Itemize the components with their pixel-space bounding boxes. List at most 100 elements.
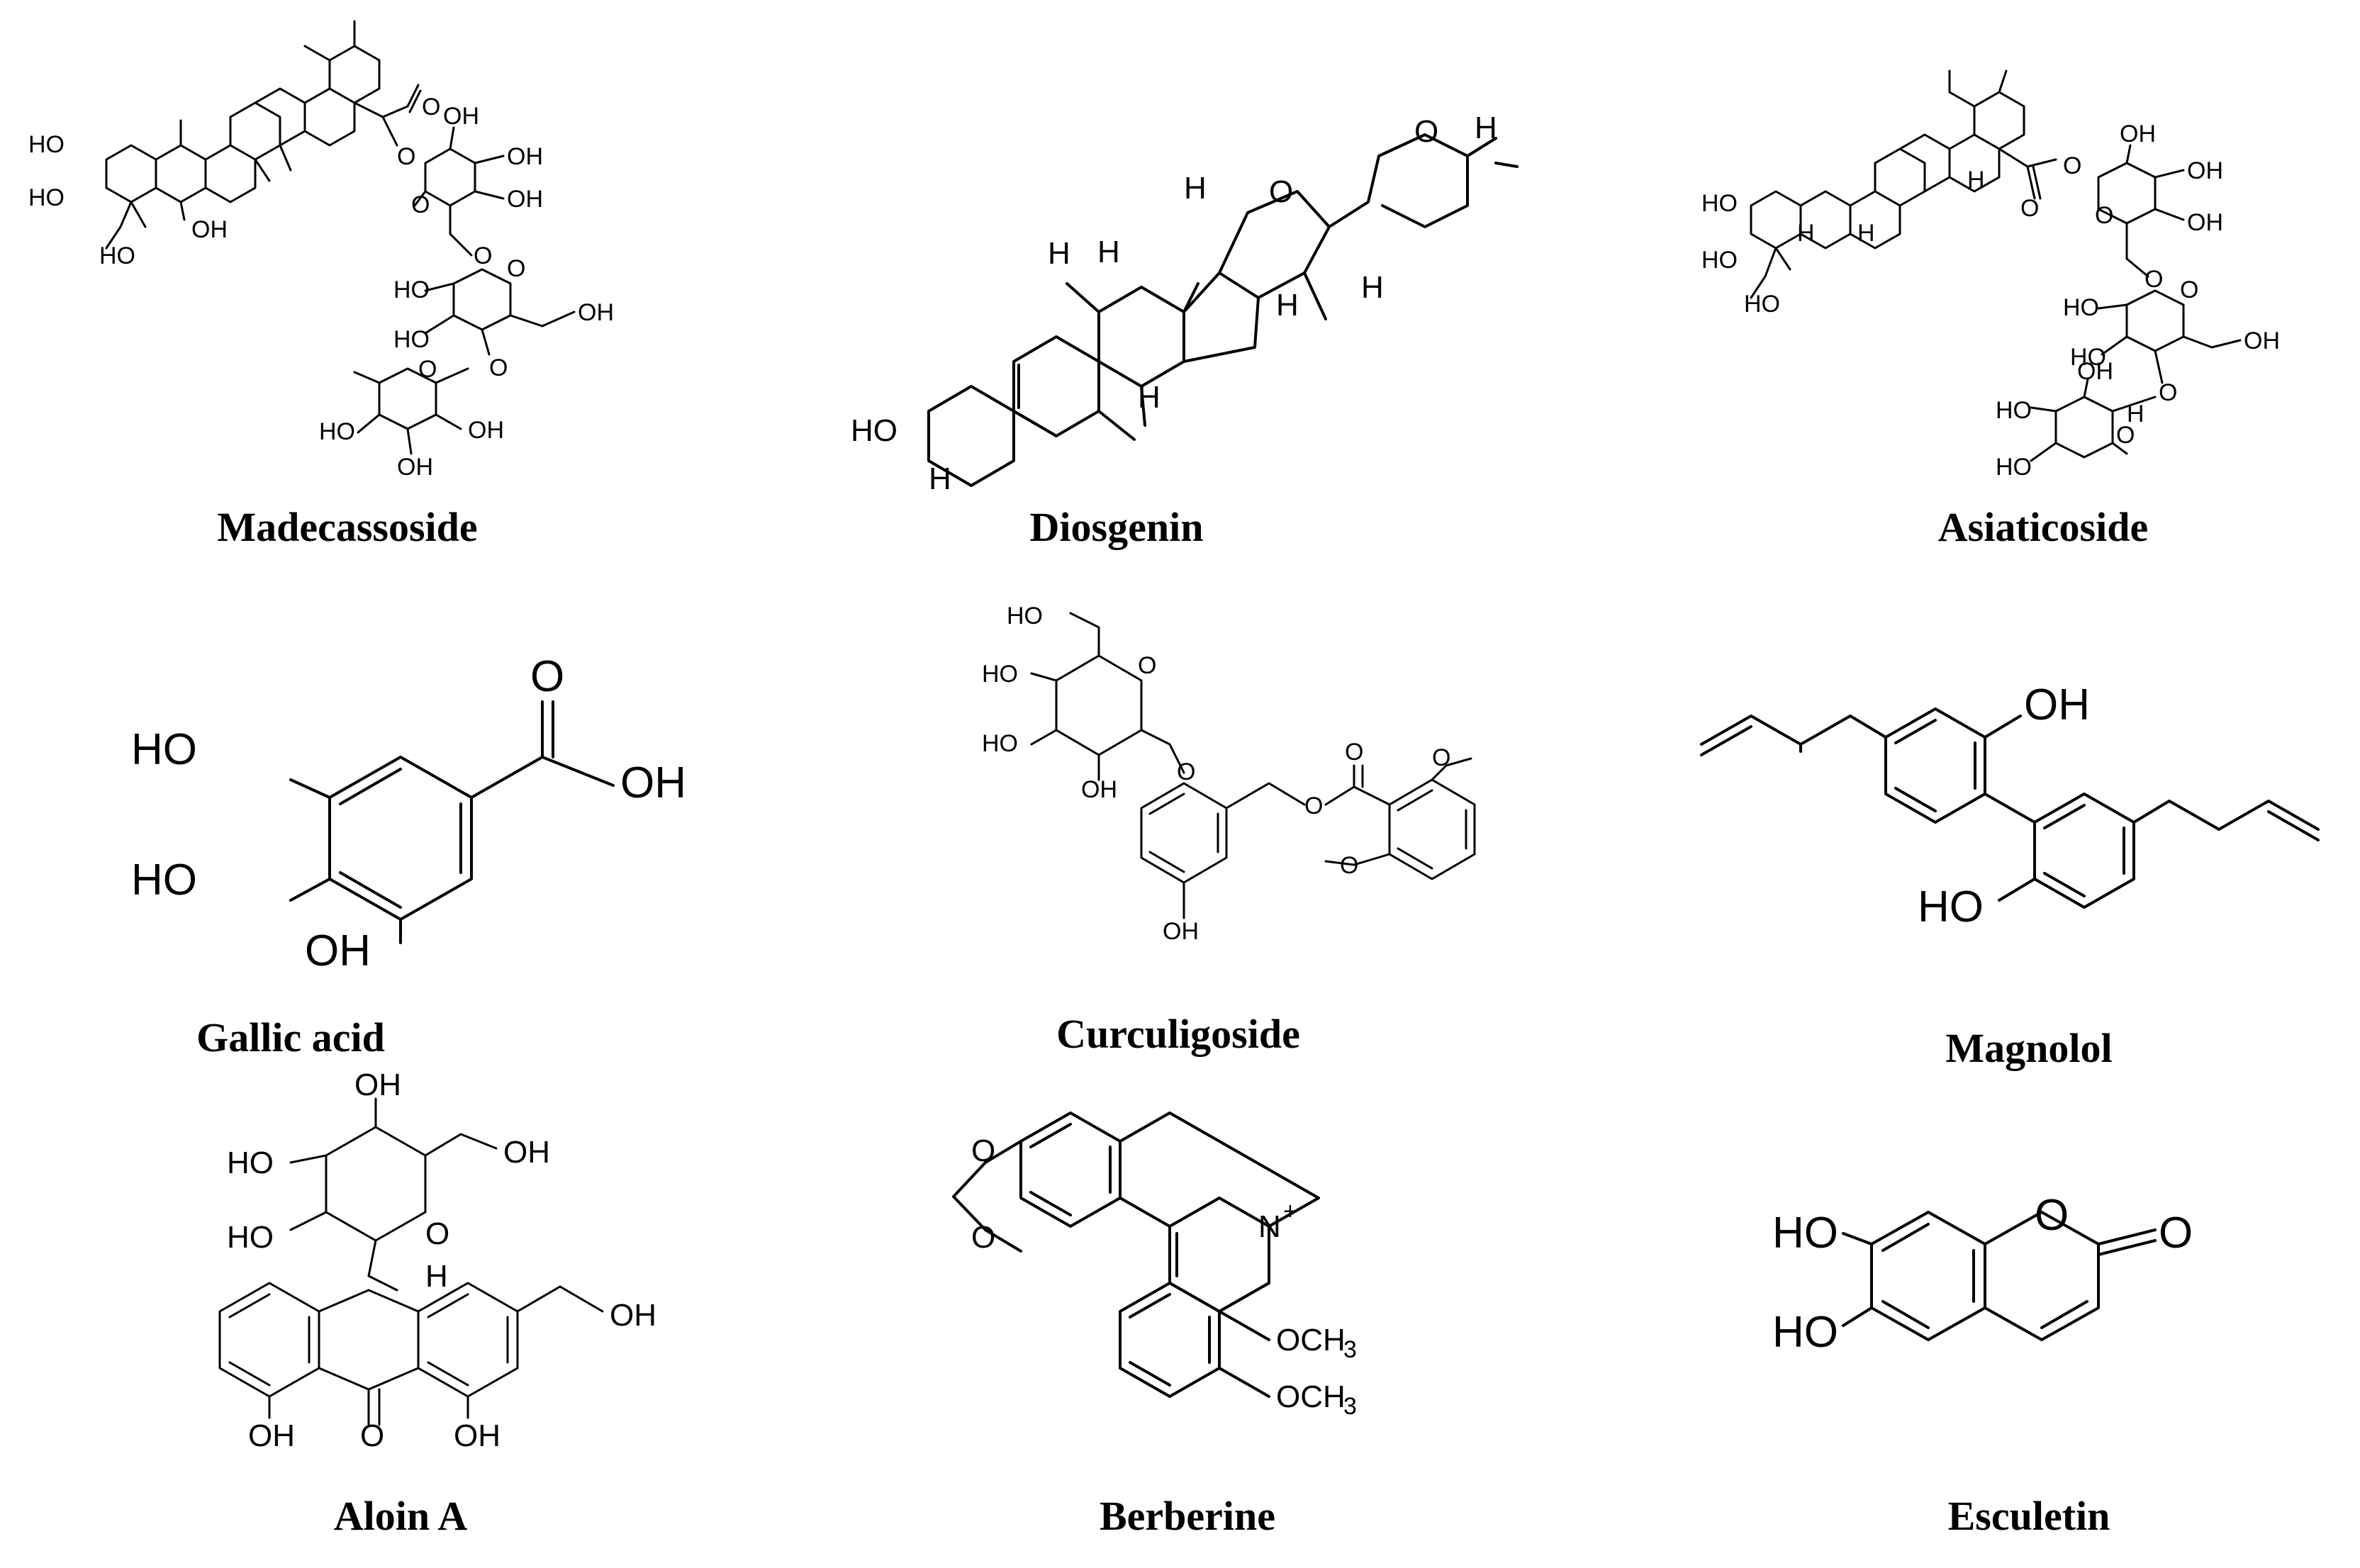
svg-text:OCH: OCH (1276, 1323, 1346, 1357)
svg-text:O: O (1414, 114, 1438, 149)
esculetin-label: Esculetin (1947, 1493, 2110, 1539)
svg-text:H: H (1184, 171, 1207, 206)
svg-text:H: H (1048, 236, 1070, 271)
svg-text:O: O (2116, 422, 2135, 449)
svg-text:OH: OH (1163, 918, 1199, 945)
svg-text:HO: HO (2063, 294, 2099, 321)
svg-text:OH: OH (354, 1068, 401, 1102)
svg-text:O: O (2159, 1209, 2193, 1258)
svg-text:O: O (971, 1133, 995, 1168)
svg-text:H: H (1797, 220, 1815, 247)
svg-text:O: O (425, 1216, 449, 1251)
svg-text:HO: HO (99, 242, 135, 269)
svg-text:H: H (1097, 235, 1120, 269)
svg-text:HO: HO (1701, 190, 1738, 217)
svg-text:OCH: OCH (1276, 1379, 1346, 1414)
svg-text:HO: HO (393, 326, 430, 353)
svg-text:H: H (929, 461, 951, 496)
svg-text:OH: OH (443, 103, 479, 130)
svg-text:HO: HO (982, 730, 1018, 757)
svg-text:HO: HO (1772, 1308, 1838, 1357)
madecassoside-label: Madecassoside (217, 504, 478, 550)
svg-text:HO: HO (2070, 344, 2106, 371)
svg-text:O: O (422, 94, 440, 121)
svg-text:OH: OH (2187, 209, 2223, 236)
svg-text:HO: HO (1996, 397, 2032, 424)
madecassoside-structure: HO HO HO OH O O OH OH OH O O HO HO O OH … (28, 20, 614, 481)
svg-text:N: N (1258, 1209, 1281, 1244)
svg-text:O: O (1340, 852, 1358, 879)
aloin-a-label: Aloin A (333, 1493, 468, 1539)
svg-text:O: O (2144, 266, 2163, 293)
magnolol-structure: OH HO (1700, 681, 2320, 931)
asiaticoside-label: Asiaticoside (1937, 504, 2149, 550)
svg-text:H: H (1967, 167, 1985, 194)
svg-text:H: H (1276, 288, 1299, 323)
svg-text:+: + (1283, 1198, 1297, 1225)
svg-text:HO: HO (1701, 247, 1738, 274)
svg-text:O: O (1345, 739, 1363, 766)
svg-text:O: O (1432, 744, 1450, 771)
diosgenin-label: Diosgenin (1029, 504, 1204, 550)
svg-text:OH: OH (2187, 157, 2223, 184)
svg-text:O: O (489, 354, 508, 381)
curculigoside-label: Curculigoside (1056, 1011, 1300, 1057)
asiaticoside-structure: HO HO HO O O H H H OH OH OH O O O HO HO … (1701, 69, 2280, 481)
svg-text:O: O (474, 242, 492, 269)
svg-text:O: O (411, 191, 430, 218)
svg-text:O: O (360, 1418, 384, 1453)
svg-text:O: O (2063, 152, 2081, 179)
svg-text:HO: HO (1918, 883, 1984, 931)
svg-text:OH: OH (620, 758, 686, 807)
svg-text:OH: OH (397, 454, 433, 481)
svg-text:O: O (418, 356, 437, 383)
berberine-structure: O O N + OCH 3 OCH 3 (952, 1111, 1357, 1420)
svg-text:OH: OH (507, 186, 543, 213)
svg-text:OH: OH (2120, 121, 2156, 147)
svg-text:O: O (530, 652, 564, 701)
curculigoside-structure: HO HO HO OH O O OH O O O O (982, 603, 1476, 945)
svg-text:H: H (1361, 270, 1384, 305)
svg-text:OH: OH (610, 1298, 656, 1333)
svg-text:OH: OH (248, 1418, 295, 1453)
svg-text:H: H (1857, 220, 1875, 247)
svg-text:OH: OH (2024, 681, 2090, 729)
svg-text:HO: HO (28, 131, 65, 158)
svg-text:O: O (1177, 758, 1195, 785)
svg-text:HO: HO (851, 413, 897, 448)
svg-text:O: O (1304, 793, 1323, 819)
svg-text:3: 3 (1343, 1336, 1357, 1363)
svg-text:OH: OH (578, 299, 614, 326)
svg-text:HO: HO (1996, 454, 2032, 481)
gallic-acid-structure: HO HO OH O OH (131, 652, 686, 975)
svg-text:HO: HO (1744, 291, 1780, 318)
aloin-a-structure: OH HO HO OH O H OH O OH OH (218, 1068, 656, 1453)
svg-text:O: O (507, 255, 525, 282)
gallic-acid-label: Gallic acid (196, 1014, 385, 1060)
svg-text:H: H (425, 1259, 448, 1294)
svg-text:O: O (2020, 195, 2039, 222)
svg-text:OH: OH (503, 1135, 550, 1170)
svg-text:HO: HO (982, 661, 1018, 688)
svg-text:O: O (1269, 174, 1293, 209)
svg-text:HO: HO (131, 725, 197, 774)
svg-text:OH: OH (305, 926, 371, 975)
berberine-label: Berberine (1099, 1493, 1276, 1539)
svg-text:O: O (971, 1220, 995, 1255)
svg-text:OH: OH (191, 216, 228, 243)
svg-text:O: O (2035, 1191, 2069, 1240)
svg-text:O: O (1138, 652, 1156, 679)
diosgenin-structure: HO H H H H H O H H O H (851, 111, 1519, 496)
svg-text:OH: OH (507, 143, 543, 170)
svg-text:HO: HO (28, 184, 65, 211)
svg-text:O: O (2159, 379, 2177, 406)
svg-text:OH: OH (2077, 358, 2113, 385)
svg-text:H: H (1138, 380, 1161, 415)
svg-text:HO: HO (393, 276, 430, 303)
svg-text:HO: HO (1772, 1209, 1838, 1258)
svg-text:OH: OH (454, 1418, 500, 1453)
svg-text:HO: HO (319, 418, 355, 445)
svg-text:3: 3 (1343, 1393, 1357, 1420)
